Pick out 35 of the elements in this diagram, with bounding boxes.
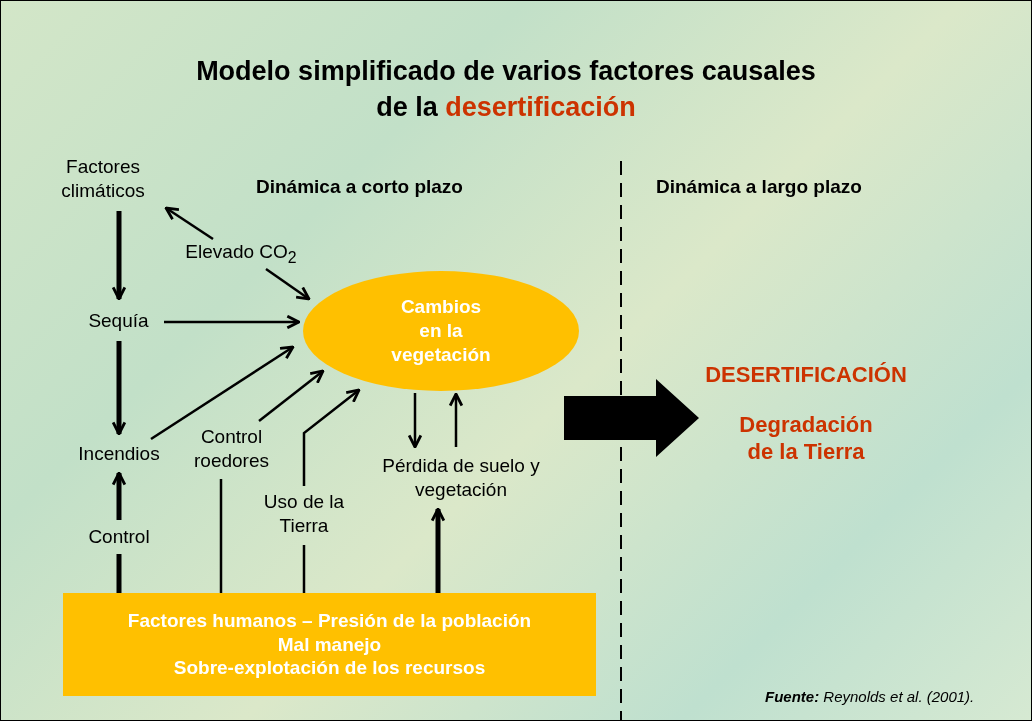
arrow — [407, 393, 423, 449]
node-text: Sequía — [88, 309, 149, 333]
node-text: Uso de la Tierra — [262, 490, 346, 538]
node-text: Pérdida de suelo y vegetación — [381, 454, 541, 502]
arrow — [430, 507, 446, 593]
node-text: Incendios — [78, 442, 160, 466]
node-text: Elevado CO$_{2}$ — [185, 240, 297, 268]
node-text: DESERTIFICACIÓN — [704, 361, 908, 389]
arrow — [164, 314, 301, 330]
node-text: Degradación de la Tierra — [738, 410, 874, 466]
arrow — [258, 369, 325, 422]
arrow — [302, 388, 361, 486]
block-arrow — [564, 379, 699, 457]
arrow — [111, 341, 127, 436]
arrow — [111, 471, 127, 520]
node-text: Control — [88, 525, 150, 549]
connector-line — [302, 545, 306, 593]
box-text: Sobre-explotación de los recursos — [173, 656, 486, 681]
arrow — [164, 206, 214, 241]
section-heading: Dinámica a corto plazo — [256, 176, 463, 198]
node-text: Control roedores — [193, 425, 270, 473]
arrow — [150, 345, 295, 441]
connector-line — [219, 479, 223, 593]
title: Modelo simplificado de varios factores causales de la desertificación — [195, 55, 817, 125]
connector-line — [116, 554, 122, 593]
arrow — [111, 211, 127, 301]
node-text: Factores climáticos — [60, 155, 146, 203]
node-text: Cambios en la vegetación — [391, 295, 491, 367]
arrow — [265, 267, 311, 301]
box-text: Factores humanos – Presión de la población — [127, 608, 532, 633]
human-factors-box — [63, 593, 596, 696]
section-heading: Dinámica a largo plazo — [656, 176, 862, 198]
source-note: Fuente: Reynolds et al. (2001). — [765, 688, 975, 705]
arrow — [448, 392, 464, 447]
box-text: Mal manejo — [277, 632, 382, 657]
